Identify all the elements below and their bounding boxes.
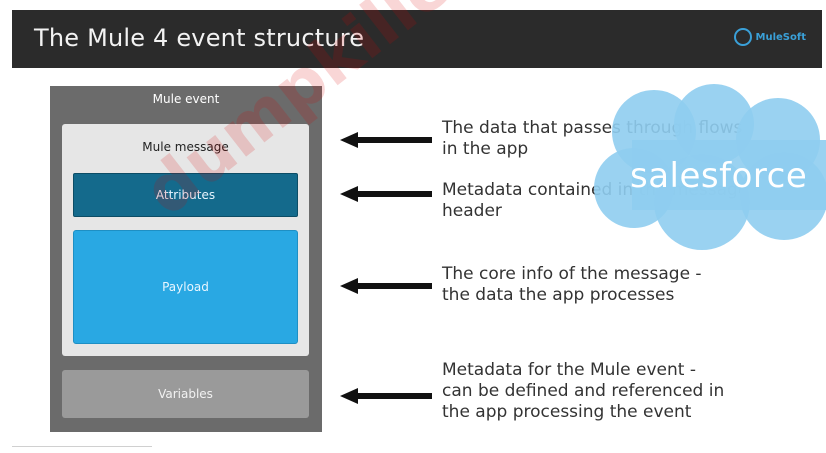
description-line: The core info of the message - (442, 264, 702, 284)
variables-label: Variables (158, 387, 213, 401)
payload-box: Payload (73, 230, 298, 344)
description-line: can be defined and referenced in (442, 381, 725, 401)
brand: MuleSoft (733, 28, 806, 46)
arrow-left-icon (340, 388, 432, 404)
description-line: the data the app processes (442, 285, 675, 305)
attributes-label: Attributes (155, 188, 216, 202)
divider (12, 446, 152, 447)
description-line: in the app (442, 139, 529, 159)
description-line: Metadata for the Mule event - (442, 360, 696, 380)
brand-label: MuleSoft (755, 31, 806, 43)
payload-label: Payload (162, 280, 209, 294)
title-bar: The Mule 4 event structure MuleSoft (12, 10, 822, 68)
description-line: header (442, 201, 502, 221)
arrow-left-icon (340, 132, 432, 148)
arrow-left-icon (340, 186, 432, 202)
description-line: the app processing the event (442, 402, 692, 422)
salesforce-cloud-icon (594, 84, 826, 250)
mule-event-label: Mule event (152, 92, 220, 106)
variables-box: Variables (62, 370, 309, 418)
variables-description: Metadata for the Mule event - can be def… (442, 360, 724, 423)
attributes-box: Attributes (73, 173, 298, 217)
mulesoft-logo-icon (733, 28, 752, 46)
salesforce-logo-text: salesforce (630, 156, 808, 196)
payload-description: The core info of the message - the data … (442, 264, 702, 306)
arrow-left-icon (340, 278, 432, 294)
mule-message-label: Mule message (142, 140, 229, 154)
page-title: The Mule 4 event structure (34, 24, 365, 52)
mule-message-box: Mule message Attributes Payload (62, 124, 309, 356)
mule-event-box: Mule event Mule message Attributes Paylo… (50, 86, 322, 432)
